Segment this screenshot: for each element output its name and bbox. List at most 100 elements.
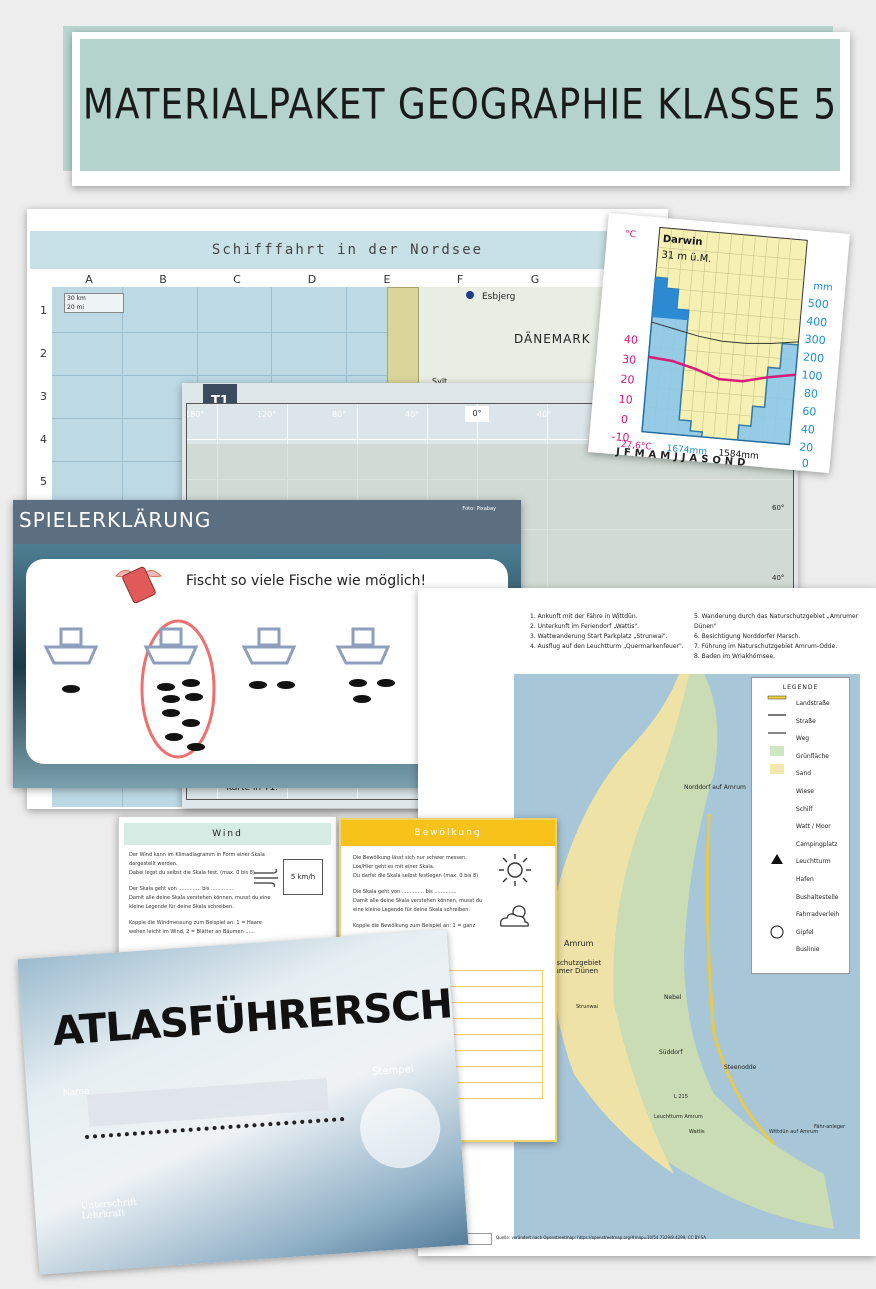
precip-tick: 40 <box>800 422 815 436</box>
climate-diagram-card: °C Darwin 31 m ü.M. mm 40 30 20 10 0 -10… <box>588 212 850 474</box>
grid-column-label: G <box>530 273 540 286</box>
itinerary-item: 2. Unterkunft im Feriendorf „Wattis". <box>530 623 640 630</box>
grid-row-label: 4 <box>40 433 47 446</box>
legend-item: Schilf <box>796 805 813 813</box>
itinerary-left: 1. Ankunft mit der Fähre in Wittdün. 2. … <box>530 612 684 652</box>
scale-km: 30 km <box>67 295 86 302</box>
atlas-license-card: ATLASFÜHRERSCHEIN Name Stempel Unterschr… <box>17 929 469 1275</box>
grid-column-label: B <box>159 273 167 286</box>
text-line: Die Bewölkung lässt sich nur schwer mess… <box>353 855 467 861</box>
north-sea-map-header: Schifffahrt in der Nordsee <box>30 231 665 269</box>
text-line: eine kleine Legende für deine Skala schr… <box>353 907 470 913</box>
station-altitude: 31 m ü.M. <box>661 250 712 265</box>
wind-text: Der Wind kann im Klimadiagramm in Form e… <box>129 851 279 937</box>
text-line: Damit alle deine Skala verstehen können,… <box>353 898 483 904</box>
island-label-sylt: Sylt <box>432 377 448 386</box>
wind-speed-box: 5 km/h <box>283 859 323 895</box>
wind-icon <box>254 868 278 887</box>
legend-item: Wiese <box>796 787 814 795</box>
text-line: Kopple die Bewölkung zum Beispiel an: 1 … <box>353 923 476 929</box>
flying-money-icon <box>115 566 163 604</box>
text-line: dargestellt werden. <box>129 861 178 867</box>
precip-tick: 60 <box>802 405 817 419</box>
text-line: Der Wind kann im Klimadiagramm in Form e… <box>129 852 265 858</box>
sun-icon <box>499 854 531 886</box>
total-precip: 1674mm <box>666 444 707 457</box>
north-sea-map-title: Schifffahrt in der Nordsee <box>211 242 484 258</box>
legend-item: Bushaltestelle <box>796 893 839 901</box>
itinerary-item: 3. Wattwanderung Start Parkplatz „Strunw… <box>530 633 668 640</box>
wind-title: Wind <box>212 829 243 839</box>
legend-item: Sand <box>796 770 812 778</box>
text-line: Der Skala geht von .............. bis ..… <box>129 886 234 892</box>
longitude-label: 80° <box>332 410 347 419</box>
game-instruction: Fischt so viele Fische wie möglich! <box>186 573 427 589</box>
text-line: Los/Hier geht es mit einer Skala. <box>353 864 435 870</box>
legend-item: Weg <box>796 735 810 743</box>
itinerary-item: 5. Wanderung durch das Naturschutzgebiet… <box>694 613 859 630</box>
text-line: Du darfst die Skala selbst festlegen (ma… <box>353 873 479 879</box>
cloud-header: Bewölkung <box>341 820 555 846</box>
precip-tick: 80 <box>803 387 818 401</box>
precip-tick: 0 <box>801 457 809 471</box>
place-label: L 215 <box>674 1094 688 1100</box>
grid-row-label: 5 <box>40 475 47 488</box>
island-shape <box>551 674 834 1229</box>
place-label: Wattis <box>689 1129 705 1135</box>
temp-tick: -10 <box>611 430 630 445</box>
longitude-label: 180° <box>186 410 205 419</box>
grid-column-label: E <box>383 273 391 286</box>
country-label-denmark: DÄNEMARK <box>514 332 591 346</box>
avg-temp: 27,6°C <box>620 440 652 453</box>
text-line: Kopple die Windmessung zum Beispiel an: … <box>129 920 262 926</box>
temp-tick: 10 <box>618 392 633 406</box>
legend-item: Hafen <box>796 875 814 883</box>
itinerary-item: 6. Besichtigung Norddorfer Marsch. <box>694 633 801 640</box>
grid-column-label: C <box>233 273 241 286</box>
text-line: kleine Legende für deine Skala schreiben… <box>129 904 234 910</box>
grid-row-label: 3 <box>40 390 47 403</box>
temp-tick: 30 <box>622 353 637 367</box>
map-source: Quelle: verändert nach Openstreetmap: ht… <box>496 1235 706 1240</box>
place-label: Fähr-anleger <box>814 1124 846 1130</box>
precip-tick: 200 <box>803 350 825 365</box>
place-label: Norddorf auf Amrum <box>684 784 746 791</box>
temp-tick: 20 <box>620 373 635 387</box>
legend-item: Campingplatz <box>796 840 838 848</box>
precip-tick: 400 <box>806 315 828 330</box>
itinerary-right: 5. Wanderung durch das Naturschutzgebiet… <box>694 612 876 662</box>
precip-tick: 100 <box>801 368 823 383</box>
precip-tick: 300 <box>804 332 826 347</box>
signature-label: Unterschrift Lehrkraft <box>80 1197 138 1222</box>
map-legend: LEGENDE Landstraße Straße Weg Grünfläche… <box>751 677 850 974</box>
latitude-label: 60° <box>772 504 785 512</box>
itinerary-item: 8. Baden im Wriakhörnsee. <box>694 653 776 660</box>
temp-tick: 40 <box>623 333 638 347</box>
grid-column-label: F <box>456 273 464 286</box>
itinerary-item: 4. Ausflug auf den Leuchtturm „Quermarke… <box>530 643 684 650</box>
longitude-label: 120° <box>257 410 277 419</box>
text-line: Damit alle deine Skala verstehen können,… <box>129 895 271 901</box>
grid-column-label: D <box>307 273 317 286</box>
city-marker <box>466 291 474 299</box>
legend-item: Fahrradverleih <box>796 911 840 919</box>
photo-credit: Foto: Pixabay <box>462 506 496 512</box>
legend-item: Gipfel <box>796 928 814 936</box>
place-label: Naturschutzgebiet Amrumer Dünen <box>536 959 602 975</box>
place-label: Leuchtturm Amrum <box>654 1114 703 1120</box>
longitude-label: 40° <box>405 410 420 419</box>
temp-tick: 0 <box>620 413 628 427</box>
banner: MATERIALPAKET GEOGRAPHIE KLASSE 5 <box>80 39 840 171</box>
cloud-title: Bewölkung <box>414 828 482 838</box>
place-label: Süddorf <box>659 1049 683 1056</box>
amrum-map-sheet: 1. Ankunft mit der Fähre in Wittdün. 2. … <box>418 588 876 1256</box>
game-header: SPIELERKLÄRUNG Foto: Pixabay <box>13 500 521 544</box>
legend-item: Grünfläche <box>796 752 829 760</box>
prime-meridian-label: 0° <box>465 406 489 422</box>
legend-item: Watt / Moor <box>796 823 831 831</box>
precip-tick: 500 <box>807 297 829 312</box>
climate-diagram: °C Darwin 31 m ü.M. mm 40 30 20 10 0 -10… <box>611 226 833 471</box>
place-label: Nebel <box>664 994 682 1001</box>
grid-row-label: 1 <box>40 304 47 317</box>
itinerary-item: 1. Ankunft mit der Fähre in Wittdün. <box>530 613 638 620</box>
